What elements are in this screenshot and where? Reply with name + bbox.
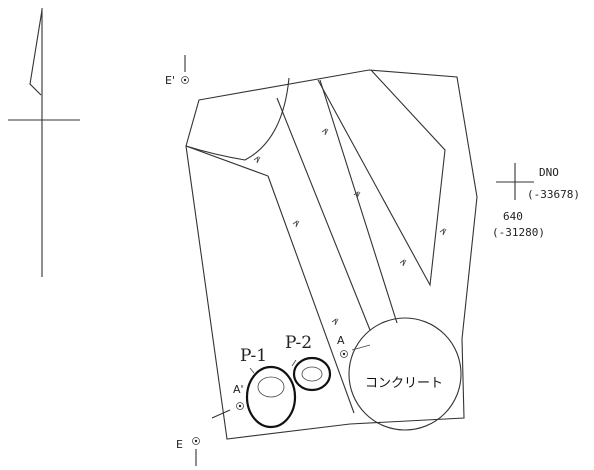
pit-1-inner [257,376,285,398]
point-e-label: E [176,438,183,451]
point-a-prime-label: A' [233,383,244,396]
pit-1-label: P-1 [240,346,267,366]
upper-left-cut [185,77,290,161]
concrete-circle [348,317,462,431]
point-a-prime-marker [211,402,244,419]
slope-marks [253,128,447,326]
pit-2-outline [292,356,332,392]
pit-1-outline [245,365,297,429]
diagonal-line-4 [319,79,398,324]
diagonal-line-3 [276,97,371,331]
pit-2-inner [301,366,323,382]
point-e-prime-label: E' [165,74,175,87]
grid-reference-cross-icon [496,163,534,200]
grid-ref-line-2: (-33678) [527,188,580,201]
point-a-marker [340,350,348,358]
diagonal-band [317,69,446,287]
grid-ref-line-3: 640 [503,210,523,223]
excavation-boundary [185,69,478,440]
grid-ref-line-4: (-31280) [492,226,545,239]
diagonal-line-1 [185,145,269,177]
point-e-marker [192,437,200,466]
concrete-leader [351,344,371,351]
point-a-label: A [337,334,345,347]
point-e-prime-marker [181,55,189,84]
diagonal-line-2 [267,175,355,414]
north-arrow-icon [8,8,80,277]
pit-2-label: P-2 [285,333,312,353]
grid-ref-line-1: DNO [539,166,559,179]
concrete-label: コンクリート [365,376,443,391]
